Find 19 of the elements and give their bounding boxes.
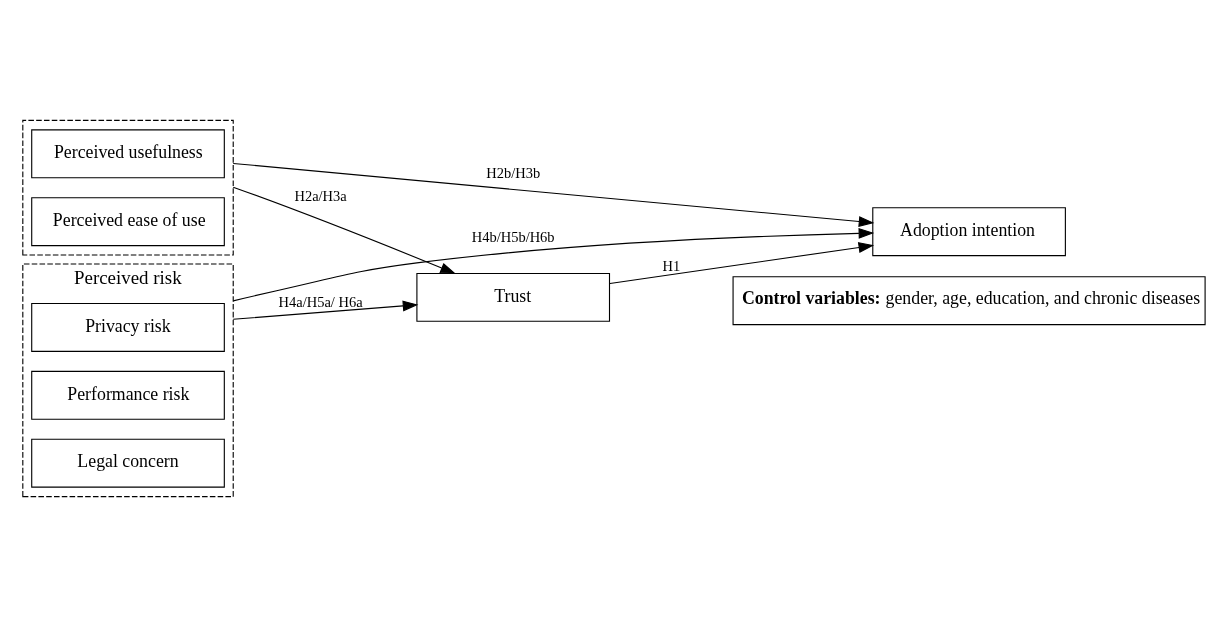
- node-box: Privacy risk: [31, 302, 225, 352]
- arrow: [232, 227, 875, 302]
- cluster: [22, 119, 234, 256]
- node-box: Perceived usefulness: [31, 129, 225, 179]
- node-box: Trust: [416, 272, 611, 322]
- arrow: [232, 162, 875, 227]
- edge-label: H4a/H5a/ H6a: [278, 293, 363, 310]
- node-box: Adoption intention: [872, 207, 1066, 257]
- node-box: Performance risk: [31, 370, 225, 420]
- edge-label: H2a/H3a: [294, 187, 347, 204]
- node-box: Perceived ease of use: [31, 197, 225, 247]
- arrow: [232, 186, 456, 274]
- edge-label: H2b/H3b: [486, 164, 541, 181]
- edge-label: H1: [662, 258, 681, 275]
- node-box: Legal concern: [31, 438, 225, 488]
- node-box: Control variables: gender, age, education, and chronic diseases: [732, 276, 1206, 326]
- arrow: [232, 300, 419, 320]
- arrow: [609, 242, 875, 285]
- edge-label: H4b/H5b/H6b: [471, 229, 555, 246]
